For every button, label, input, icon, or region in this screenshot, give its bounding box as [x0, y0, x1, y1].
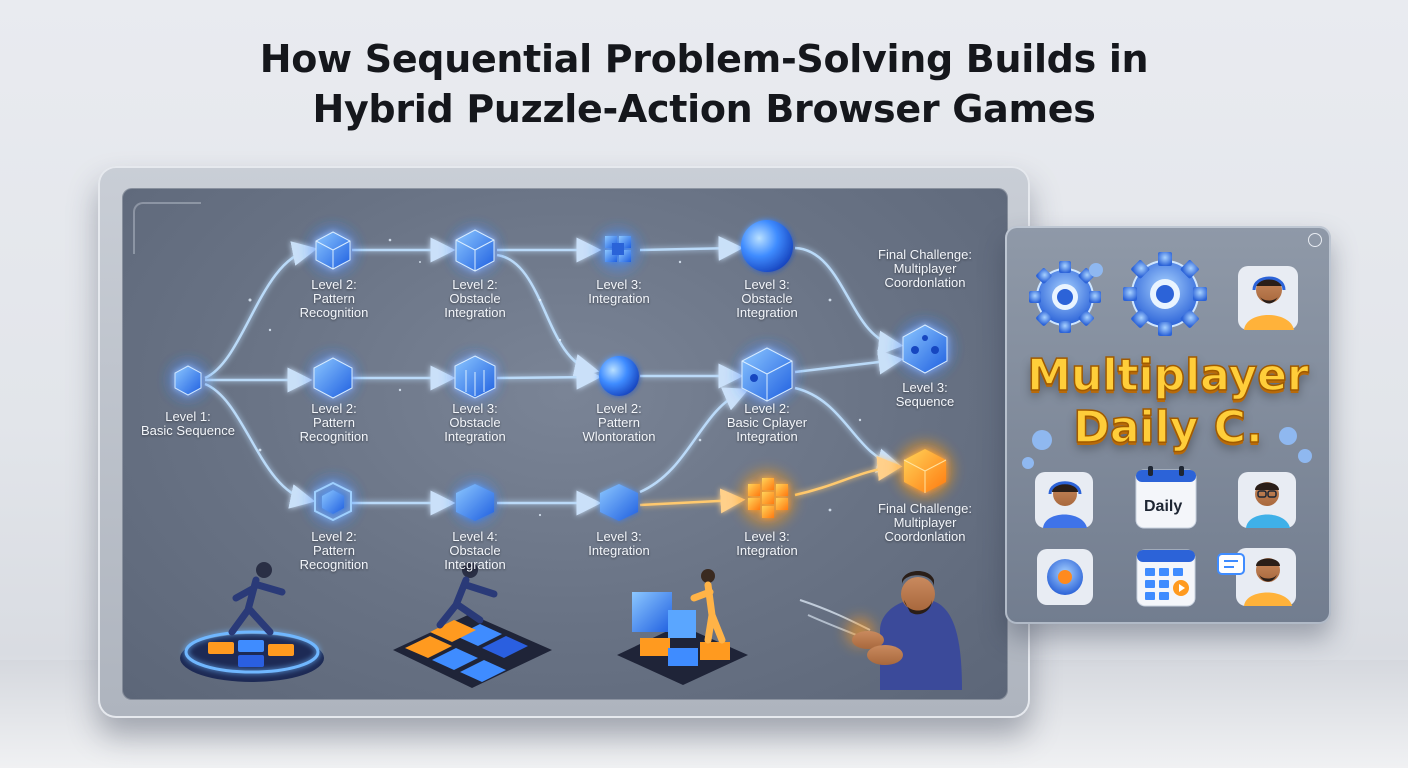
node-label-seq: Level 3: Sequence	[855, 381, 995, 409]
node-icon-r3c3	[600, 484, 638, 521]
edge-r3c3-r2c4	[639, 387, 749, 494]
node-label-final2: Final Challenge: Multiplayer Coordonlati…	[855, 502, 995, 544]
node-label-r3c1: Level 2: Pattern Recognition	[264, 530, 404, 572]
node-label-line: Sequence	[895, 394, 955, 409]
node-label-r2c4: Level 2: Basic Cplayer Integration	[697, 402, 837, 444]
node-label-line: Pattern	[313, 543, 355, 558]
node-icon-level1	[170, 362, 206, 398]
tile-grid-illustration	[393, 562, 552, 688]
node-label-r3c2: Level 4: Obstacle Integration	[405, 530, 545, 572]
edge-r1c3-r1c4	[639, 235, 744, 261]
node-label-line: Level 3:	[596, 277, 642, 292]
tablet-screen	[122, 188, 1008, 700]
node-label-line: Level 2:	[311, 529, 357, 544]
node-label-line: Level 3:	[744, 529, 790, 544]
node-label-line: Pattern	[598, 415, 640, 430]
edge-r2c2-r2c3	[496, 364, 602, 390]
node-label-line: Pattern	[313, 291, 355, 306]
node-label-line: Level 1:	[165, 409, 211, 424]
block-building-illustration	[617, 569, 748, 685]
node-icon-r2c4	[739, 346, 795, 402]
node-label-line: Level 2:	[452, 277, 498, 292]
node-label-line: Level 3:	[744, 277, 790, 292]
node-icon-r2c1	[311, 355, 355, 399]
node-label-final1: Final Challenge: Multiplayer Coordonlati…	[855, 248, 995, 290]
daily-tile-label: Daily	[1144, 498, 1183, 515]
panel-heading-line-1: Multiplayer	[1027, 349, 1310, 402]
node-icon-r3c4	[741, 472, 793, 524]
node-label-line: Obstacle	[449, 543, 501, 558]
page-title-line-2: Hybrid Puzzle-Action Browser Games	[312, 87, 1096, 131]
node-icon-r3c1	[311, 479, 355, 523]
node-label-line: Wlontoration	[582, 429, 656, 444]
node-label-r3c3: Level 3: Integration	[549, 530, 689, 558]
node-icon-r1c4	[741, 220, 793, 272]
node-label-line: Pattern	[313, 415, 355, 430]
node-label-line: Level 3:	[596, 529, 642, 544]
node-icon-seq	[899, 322, 951, 374]
edge-l1-r3c1	[204, 382, 316, 509]
node-label-line: Recognition	[299, 557, 369, 572]
node-label-line: Integration	[444, 305, 506, 320]
node-label-r2c3: Level 2: Pattern Wlontoration	[549, 402, 689, 444]
node-label-line: Coordonlation	[884, 529, 966, 544]
node-label-line: Recognition	[299, 429, 369, 444]
edge-r1c4-final	[794, 246, 904, 356]
node-label-r3c4: Level 3: Integration	[697, 530, 837, 558]
node-label-line: Obstacle	[449, 415, 501, 430]
node-label-line: Integration	[444, 557, 506, 572]
edge-r1c2-r2c3	[496, 253, 600, 379]
node-label-line: Integration	[588, 543, 650, 558]
node-label-line: Basic Cplayer	[726, 415, 808, 430]
node-label-line: Level 2:	[311, 277, 357, 292]
node-label-line: Integration	[736, 543, 798, 558]
page-title-line-1: How Sequential Problem-Solving Builds in	[259, 37, 1149, 81]
edge-l1-r1c1	[204, 241, 318, 380]
node-label-r2c2: Level 3: Obstacle Integration	[405, 402, 545, 444]
node-label-line: Integration	[736, 429, 798, 444]
node-label-line: Obstacle	[741, 291, 793, 306]
node-label-line: Multiplayer	[893, 261, 957, 276]
edge-r3c3-r3c4	[639, 488, 746, 514]
node-label-line: Recognition	[299, 305, 369, 320]
node-label-r1c1: Level 2: Pattern Recognition	[264, 278, 404, 320]
screen-corner-bracket	[133, 202, 201, 254]
node-icon-r2c2	[453, 355, 497, 399]
node-icon-r1c3	[598, 230, 638, 270]
node-icon-r3c2	[455, 482, 495, 522]
node-label-line: Level 2:	[311, 401, 357, 416]
node-icon-r1c2	[453, 228, 497, 272]
player-gesture-illustration	[799, 571, 962, 690]
node-label-line: Final Challenge:	[878, 247, 972, 262]
node-label-line: Level 4:	[452, 529, 498, 544]
node-label-line: Integration	[588, 291, 650, 306]
node-label-line: Integration	[444, 429, 506, 444]
panel-heading-line-2: Daily C.	[1073, 401, 1264, 454]
node-icon-r1c1	[311, 228, 355, 272]
node-label-r2c1: Level 2: Pattern Recognition	[264, 402, 404, 444]
node-label-line: Level 3:	[902, 380, 948, 395]
node-label-r1c3: Level 3: Integration	[549, 278, 689, 306]
node-label-level1: Level 1: Basic Sequence	[118, 410, 258, 438]
node-icon-final2	[899, 444, 951, 496]
panel-indicator-dot	[1308, 233, 1322, 247]
node-label-line: Level 2:	[744, 401, 790, 416]
page-title: How Sequential Problem-Solving Builds in…	[0, 34, 1408, 134]
node-label-r1c4: Level 3: Obstacle Integration	[697, 278, 837, 320]
runner-platform-illustration	[180, 562, 324, 682]
edge-r3c4-final2	[794, 456, 903, 497]
node-label-line: Coordonlation	[884, 275, 966, 290]
node-label-line: Level 2:	[596, 401, 642, 416]
node-label-line: Obstacle	[449, 291, 501, 306]
node-label-line: Basic Sequence	[141, 423, 235, 438]
node-label-line: Integration	[736, 305, 798, 320]
edge-r2c4-seq	[794, 349, 904, 375]
node-label-line: Multiplayer	[893, 515, 957, 530]
node-icon-r2c3	[599, 356, 639, 396]
node-label-line: Final Challenge:	[878, 501, 972, 516]
node-label-r1c2: Level 2: Obstacle Integration	[405, 278, 545, 320]
node-label-line: Level 3:	[452, 401, 498, 416]
